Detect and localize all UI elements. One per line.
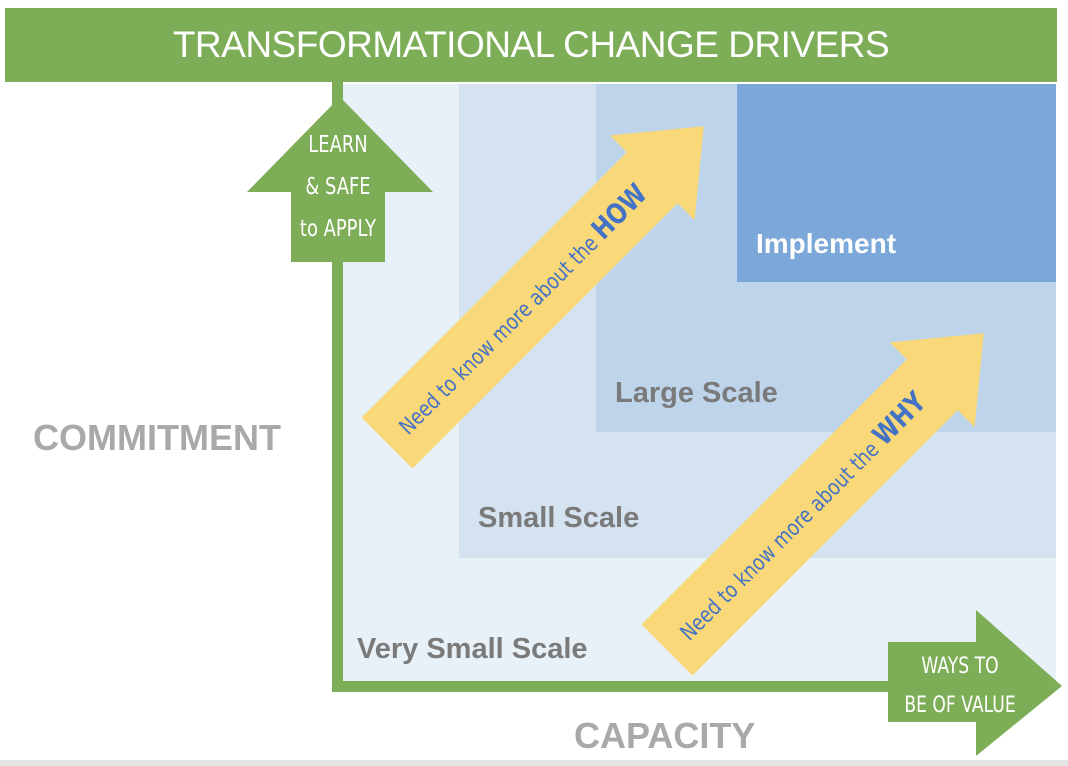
zone-label-very-small-scale: Very Small Scale xyxy=(357,633,588,665)
zone-label-large-scale: Large Scale xyxy=(615,377,778,409)
y-axis-label: COMMITMENT xyxy=(33,417,281,458)
svg-text:Need to know more about the HO: Need to know more about the HOW xyxy=(391,178,654,441)
page-title: TRANSFORMATIONAL CHANGE DRIVERS xyxy=(172,24,890,65)
svg-text:Need to know more about the WH: Need to know more about the WHY xyxy=(672,386,934,648)
why-arrow-text: Need to know more about the xyxy=(675,432,888,645)
up-arrow: LEARN & SAFE to APPLY xyxy=(247,97,433,262)
right-arrow-line-2: BE OF VALUE xyxy=(904,692,1015,718)
how-arrow-text: Need to know more about the xyxy=(394,226,607,439)
bottom-divider xyxy=(0,760,1068,766)
x-axis-label: CAPACITY xyxy=(574,715,756,756)
zone-label-small-scale: Small Scale xyxy=(478,502,640,534)
y-axis-line xyxy=(332,82,343,690)
x-axis-line xyxy=(332,681,890,692)
diagonal-arrow-why: Need to know more about the WHY xyxy=(641,333,984,676)
right-arrow: WAYS TO BE OF VALUE xyxy=(888,610,1062,756)
zone-label-implement: Implement xyxy=(756,228,897,259)
title-banner: TRANSFORMATIONAL CHANGE DRIVERS xyxy=(5,8,1057,82)
up-arrow-line-1: LEARN xyxy=(308,131,367,158)
up-arrow-line-3: to APPLY xyxy=(300,215,376,242)
right-arrow-line-1: WAYS TO xyxy=(921,653,998,679)
zone-implement xyxy=(737,84,1056,282)
diagonal-arrow-how: Need to know more about the HOW xyxy=(361,126,704,469)
up-arrow-line-2: & SAFE xyxy=(305,173,370,200)
